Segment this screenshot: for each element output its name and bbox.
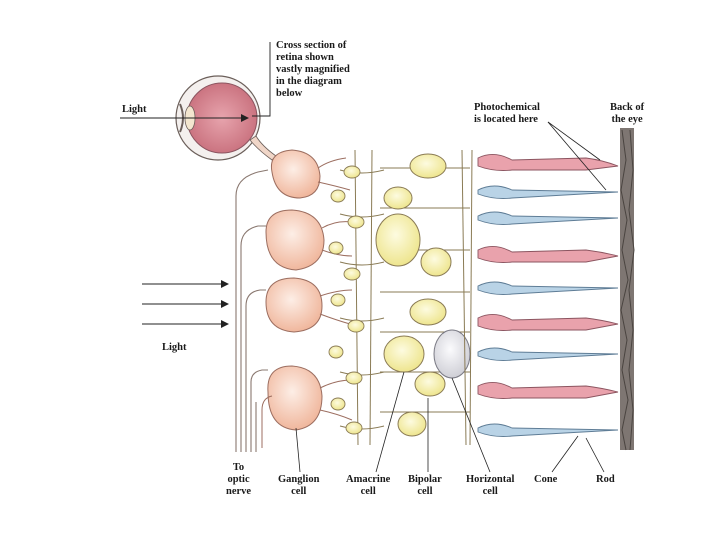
amacrine-cell bbox=[328, 241, 344, 255]
amacrine-cell bbox=[343, 165, 361, 179]
light-label-top: Light bbox=[122, 104, 147, 115]
cone bbox=[477, 382, 619, 399]
back-of-eye-label: Back of the eye bbox=[610, 102, 645, 125]
bipolar-cell bbox=[409, 153, 447, 179]
ganglion-cell bbox=[270, 149, 321, 199]
back-of-eye-layer bbox=[620, 128, 635, 451]
optic-nerve-fibers bbox=[235, 169, 269, 452]
amacrine-cell bbox=[347, 215, 365, 229]
cone-label: Cone bbox=[534, 474, 558, 485]
leader-lines bbox=[295, 121, 607, 473]
ganglion-cell-label: Ganglion cell bbox=[278, 474, 320, 497]
cone bbox=[477, 314, 619, 331]
rod bbox=[477, 281, 619, 295]
cone bbox=[477, 246, 619, 263]
eyeball-inset bbox=[120, 42, 277, 161]
amacrine-cell bbox=[345, 371, 363, 385]
ganglion-cell bbox=[265, 277, 323, 333]
amacrine-cell bbox=[347, 319, 365, 333]
ganglion-cell bbox=[267, 365, 323, 431]
horizontal-cells bbox=[433, 149, 473, 446]
bipolar-cell bbox=[414, 371, 446, 397]
bipolar-cell bbox=[409, 298, 447, 326]
bipolar-cell-label: Bipolar cell bbox=[408, 474, 442, 497]
ganglion-cell bbox=[265, 209, 325, 271]
bipolar-cell bbox=[383, 186, 413, 210]
rod-label: Rod bbox=[596, 474, 615, 485]
cone bbox=[477, 154, 619, 171]
cross-section-caption: Cross section of retina shown vastly mag… bbox=[276, 40, 350, 99]
rod bbox=[477, 211, 619, 225]
amacrine-cells bbox=[328, 149, 385, 446]
amacrine-cell bbox=[328, 345, 344, 359]
rod bbox=[477, 423, 619, 437]
bipolar-cell bbox=[397, 411, 427, 437]
amacrine-cell bbox=[330, 293, 346, 307]
incoming-light-arrows bbox=[142, 280, 229, 328]
light-label-left: Light bbox=[162, 342, 187, 353]
bipolar-cells bbox=[375, 153, 470, 437]
optic-nerve-label: To optic nerve bbox=[226, 462, 252, 497]
amacrine-cell-label: Amacrine cell bbox=[346, 474, 391, 497]
photochemical-label: Photochemical is located here bbox=[474, 102, 540, 125]
horizontal-cell-label: Horizontal cell bbox=[466, 474, 515, 497]
bipolar-cell bbox=[383, 335, 425, 373]
amacrine-cell bbox=[345, 421, 363, 435]
callout-bracket bbox=[252, 42, 271, 117]
rod bbox=[477, 185, 619, 199]
amacrine-cell bbox=[343, 267, 361, 281]
photoreceptors bbox=[477, 154, 619, 437]
ganglion-cells bbox=[261, 149, 353, 448]
amacrine-cell bbox=[330, 189, 346, 203]
bipolar-cell bbox=[375, 213, 421, 267]
amacrine-cell bbox=[330, 397, 346, 411]
rod bbox=[477, 347, 619, 361]
bipolar-cell bbox=[420, 247, 452, 277]
